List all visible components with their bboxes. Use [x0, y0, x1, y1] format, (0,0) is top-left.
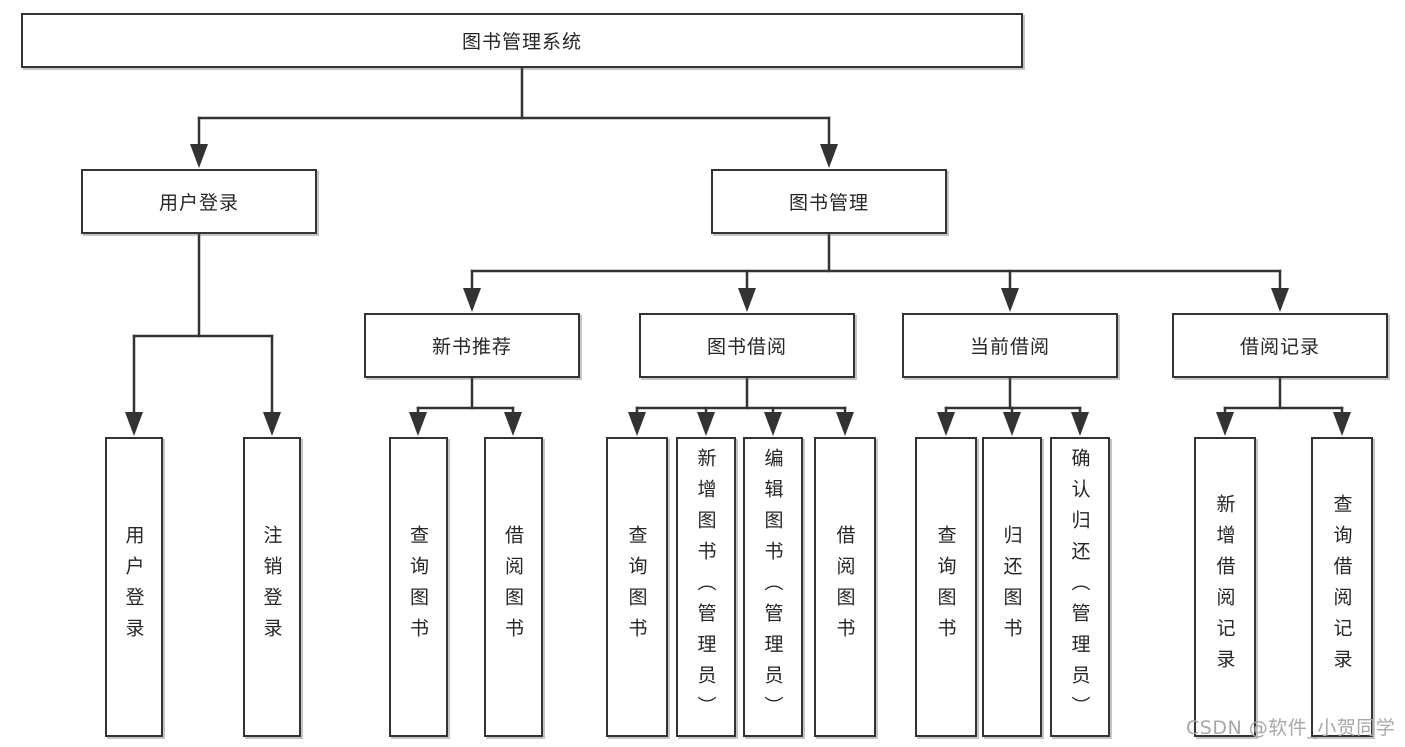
- node-label-leaf-logout: 注销登录: [260, 525, 283, 649]
- node-label-current-borrowing: 当前借阅: [969, 336, 1050, 358]
- node-leaf-borrow-books-1: 借阅图书: [484, 437, 543, 737]
- node-leaf-query-books-1: 查询图书: [389, 437, 448, 737]
- node-leaf-logout: 注销登录: [243, 437, 301, 737]
- node-label-leaf-query-borrow-record: 查询借阅记录: [1330, 494, 1353, 680]
- node-leaf-return-books: 归还图书: [982, 437, 1042, 737]
- node-label-leaf-return-books: 归还图书: [1000, 525, 1023, 649]
- node-leaf-query-books-2: 查询图书: [606, 437, 668, 737]
- node-leaf-confirm-return-admin: 确认归还（管理员）: [1050, 437, 1110, 737]
- node-leaf-add-books-admin: 新增图书（管理员）: [676, 437, 736, 737]
- node-current-borrowing: 当前借阅: [902, 313, 1118, 378]
- node-label-leaf-edit-books-admin: 编辑图书（管理员）: [761, 447, 784, 727]
- node-leaf-user-login: 用户登录: [105, 437, 163, 737]
- node-user-login: 用户登录: [81, 169, 317, 234]
- node-label-leaf-add-borrow-record: 新增借阅记录: [1213, 494, 1236, 680]
- node-label-leaf-add-books-admin: 新增图书（管理员）: [694, 447, 717, 727]
- node-label-user-login: 用户登录: [158, 192, 239, 214]
- node-borrowing-records: 借阅记录: [1172, 313, 1388, 378]
- node-new-book-recommend: 新书推荐: [364, 313, 580, 378]
- node-label-leaf-confirm-return-admin: 确认归还（管理员）: [1068, 447, 1091, 727]
- node-leaf-query-borrow-record: 查询借阅记录: [1311, 437, 1373, 737]
- node-book-borrowing: 图书借阅: [639, 313, 855, 378]
- node-label-borrowing-records: 借阅记录: [1239, 336, 1320, 358]
- node-label-new-book-recommend: 新书推荐: [431, 336, 512, 358]
- node-leaf-edit-books-admin: 编辑图书（管理员）: [743, 437, 803, 737]
- node-label-book-borrowing: 图书借阅: [706, 336, 787, 358]
- node-label-root: 图书管理系统: [461, 31, 582, 53]
- node-label-leaf-borrow-books-1: 借阅图书: [502, 525, 524, 649]
- node-label-book-management: 图书管理: [788, 192, 869, 214]
- node-leaf-add-borrow-record: 新增借阅记录: [1194, 437, 1256, 737]
- node-label-leaf-borrow-books-2: 借阅图书: [833, 525, 856, 649]
- node-label-leaf-query-books-2: 查询图书: [625, 525, 648, 649]
- node-book-management: 图书管理: [711, 169, 947, 234]
- node-root: 图书管理系统: [21, 13, 1023, 68]
- node-label-leaf-user-login: 用户登录: [122, 525, 145, 649]
- node-leaf-query-books-3: 查询图书: [915, 437, 977, 737]
- node-leaf-borrow-books-2: 借阅图书: [814, 437, 876, 737]
- csdn-watermark: CSDN @软件_小贺同学: [1186, 717, 1396, 739]
- node-label-leaf-query-books-1: 查询图书: [407, 525, 429, 649]
- node-label-leaf-query-books-3: 查询图书: [934, 525, 957, 649]
